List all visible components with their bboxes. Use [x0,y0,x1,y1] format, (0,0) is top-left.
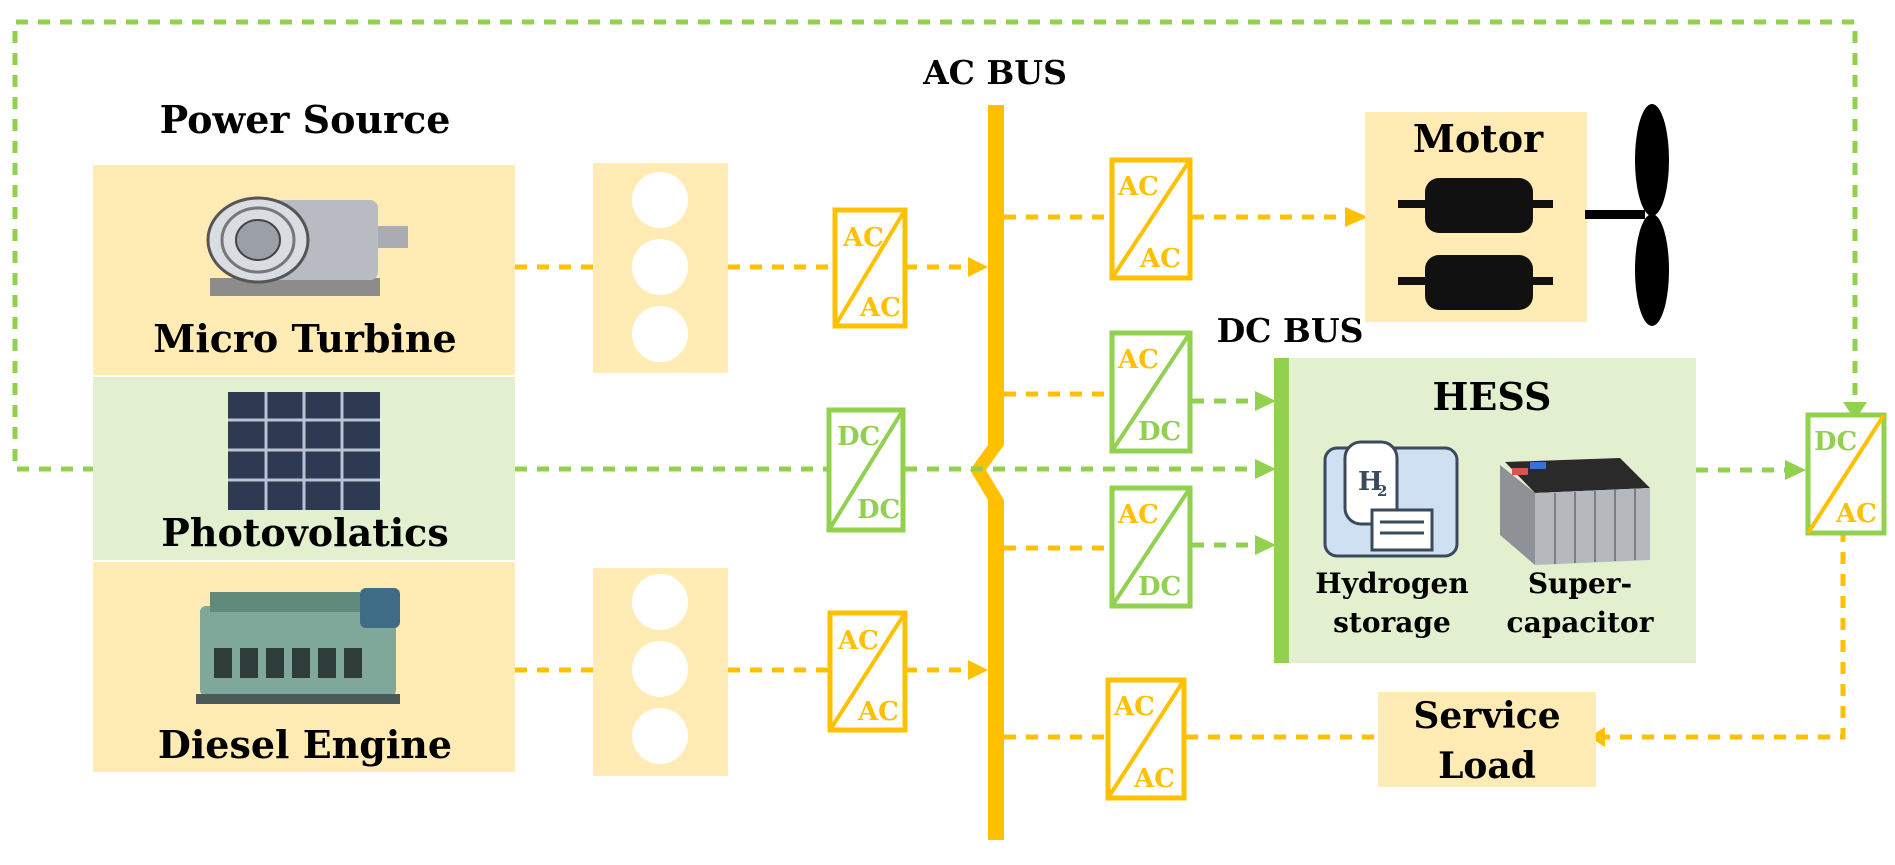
propeller-icon [1585,104,1669,326]
photovoltaics-label: Photovolatics [161,510,448,555]
hess-title: HESS [1433,374,1552,419]
svg-text:AC: AC [1133,764,1175,794]
svg-text:AC: AC [1835,499,1877,529]
feedback-loop-line [12,19,1858,472]
svg-text:DC: DC [1138,572,1181,602]
converter-service-ac-ac: AC AC [1105,677,1187,801]
hess-block: HESS H 2 Hydrogen storage [1274,358,1696,663]
diesel-engine-label: Diesel Engine [158,722,452,767]
feedback-loop-arrowhead [1843,402,1867,420]
photovoltaics-block: Photovolatics [93,377,515,560]
supercapacitor-label-line2: capacitor [1507,606,1655,639]
svg-text:DC: DC [1814,427,1857,457]
svg-text:AC: AC [1139,244,1181,274]
hydrogen-storage-label-line2: storage [1333,606,1451,639]
diesel-engine-icon [196,588,400,704]
motor-block: Motor [1365,112,1587,322]
converter-ac-dc-upper: AC DC [1109,330,1193,454]
micro-turbine-block: Micro Turbine [93,165,515,375]
hydrogen-tank-icon: H 2 [1323,440,1459,558]
solar-panel-icon [228,392,380,510]
converter-mt-ac-ac: AC AC [832,207,908,329]
dc-arrowheads [1255,391,1806,555]
svg-text:AC: AC [1117,345,1159,375]
ac-arrowheads [968,207,1368,680]
power-source-title: Power Source [160,97,451,142]
converter-pv-dc-dc: DC DC [826,407,906,533]
service-load-label-line2: Load [1438,745,1536,787]
diesel-engine-generator [593,568,728,776]
dc-bus-label: DC BUS [1217,311,1364,350]
svg-text:AC: AC [1113,692,1155,722]
micro-turbine-label: Micro Turbine [153,316,456,361]
ac-bus-label: AC BUS [922,53,1067,92]
dc-connection-lines [515,398,1785,548]
converter-de-ac-ac: AC AC [827,610,908,733]
svg-text:DC: DC [837,422,880,452]
supercapacitor-label-line1: Super- [1528,567,1632,600]
motor-label: Motor [1413,116,1544,161]
converter-dc-ac-right: DC AC [1805,412,1887,536]
svg-text:AC: AC [857,697,899,727]
ac-bus-bar [970,105,1004,840]
svg-text:AC: AC [842,223,884,253]
svg-text:DC: DC [857,495,900,525]
converter-motor-ac-ac: AC AC [1109,157,1193,281]
dc-bus-bar [1274,358,1289,663]
svg-text:2: 2 [1377,482,1387,500]
ac-connection-lines [515,214,1846,740]
hydrogen-storage-label-line1: Hydrogen [1315,567,1468,600]
converter-ac-dc-lower: AC DC [1109,485,1193,609]
svg-text:AC: AC [837,626,879,656]
service-load-label-line1: Service [1413,695,1560,737]
svg-text:H: H [1358,467,1383,497]
svg-text:AC: AC [859,293,901,323]
svg-text:AC: AC [1117,172,1159,202]
micro-turbine-icon [206,196,408,296]
micro-turbine-generator [593,163,728,373]
motor-icon [1398,178,1553,310]
supercapacitor-icon [1500,458,1650,565]
svg-text:DC: DC [1138,417,1181,447]
svg-text:AC: AC [1117,500,1159,530]
service-load-block: Service Load [1378,692,1596,787]
diesel-engine-block: Diesel Engine [93,562,515,772]
